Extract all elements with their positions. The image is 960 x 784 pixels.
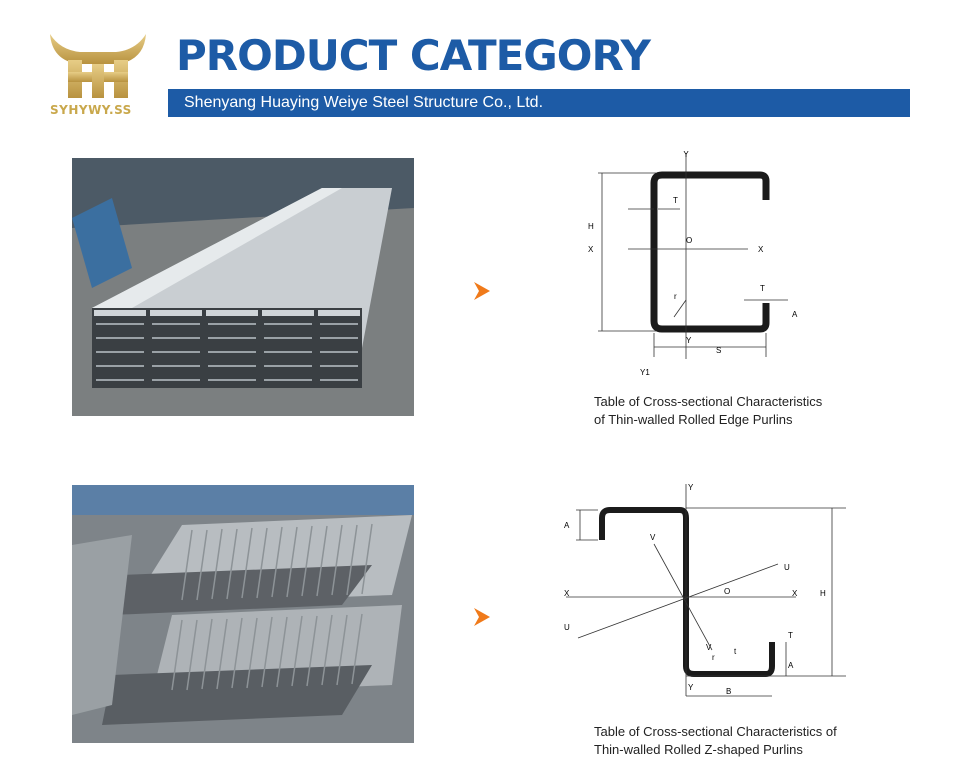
label-t-right: T [788, 631, 793, 640]
label-v-top: V [650, 533, 656, 542]
z-purlin-stack-photo [72, 485, 414, 743]
label-x-right: X [792, 589, 798, 598]
label-h: H [588, 222, 594, 231]
label-y-bottom: Y [688, 683, 694, 692]
label-o: O [686, 236, 692, 245]
page-title: PRODUCT CATEGORY [176, 31, 651, 80]
label-b: B [726, 687, 731, 696]
company-name: Shenyang Huaying Weiye Steel Structure C… [184, 94, 544, 111]
caption-line-1: Table of Cross-sectional Characteristics… [594, 724, 837, 739]
label-u-left: U [564, 623, 570, 632]
subtitle-bar [168, 89, 910, 117]
label-s: S [716, 346, 721, 355]
label-x-left: X [564, 589, 570, 598]
label-r: r [712, 653, 715, 662]
z-purlin-section-diagram: Y A V U X O X H U T V r t A Y B [564, 483, 846, 697]
label-y-top: Y [688, 483, 694, 492]
label-a-right: A [788, 661, 794, 670]
label-x-left: X [588, 245, 594, 254]
label-t1: T [760, 284, 765, 293]
c-purlin-section-diagram: Y T H X O X T A r Y S Y1 [588, 150, 798, 377]
label-o: O [724, 587, 730, 596]
caption-line-1: Table of Cross-sectional Characteristics [594, 394, 823, 409]
caption-edge-purlins: Table of Cross-sectional Characteristics… [594, 393, 822, 429]
orange-arrow-icon [474, 282, 490, 300]
caption-z-purlins: Table of Cross-sectional Characteristics… [594, 723, 837, 759]
caption-line-2: of Thin-walled Rolled Edge Purlins [594, 412, 793, 427]
label-a-left: A [564, 521, 570, 530]
c-purlin-stack-photo [72, 158, 414, 416]
label-y-top: Y [683, 150, 689, 159]
label-y1: Y1 [640, 368, 650, 377]
orange-arrow-icon [474, 608, 490, 626]
caption-line-2: Thin-walled Rolled Z-shaped Purlins [594, 742, 803, 757]
company-logo [50, 34, 146, 98]
label-t: T [673, 196, 678, 205]
logo-text: SYHYWY.SS [50, 103, 132, 117]
label-x-right: X [758, 245, 764, 254]
label-u-right: U [784, 563, 790, 572]
label-y-bottom: Y [686, 336, 692, 345]
label-v-bottom: V [706, 643, 712, 652]
label-h: H [820, 589, 826, 598]
label-t: t [734, 647, 737, 656]
label-r: r [674, 292, 677, 301]
label-a: A [792, 310, 798, 319]
